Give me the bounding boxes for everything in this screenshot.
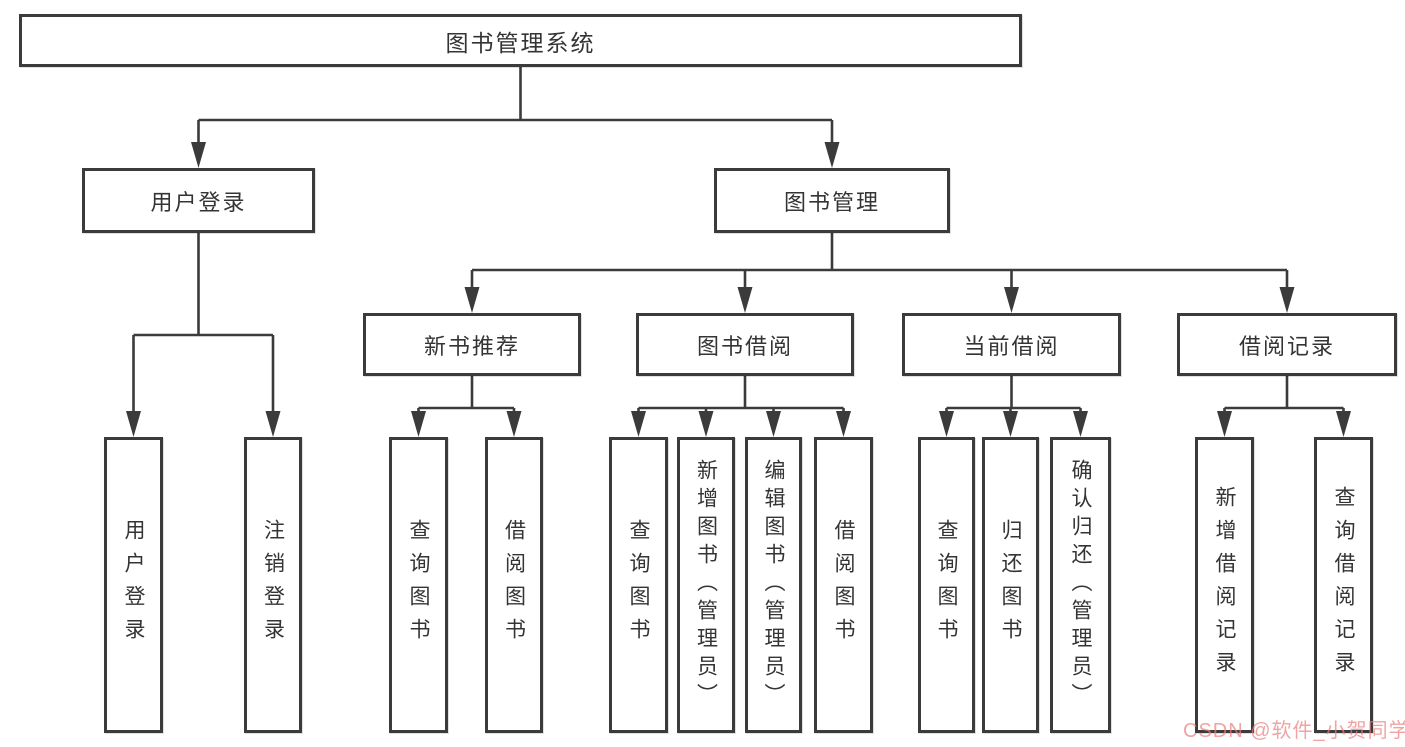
node-current-borrowing-label: 当前借阅 — [963, 333, 1060, 359]
node-book-borrowing-label: 图书借阅 — [696, 333, 793, 359]
leaf-return-books: 归还图书 — [982, 437, 1039, 733]
leaf-query-books-3: 查询图书 — [918, 437, 975, 733]
leaf-return-books-label: 归还图书 — [999, 519, 1022, 651]
leaf-add-book-admin-label: 新增图书（管理员） — [694, 459, 718, 711]
node-user-login-label: 用户登录 — [150, 189, 247, 215]
leaf-query-borrow-record-label: 查询借阅记录 — [1332, 486, 1355, 684]
leaf-confirm-return-admin-label: 确认归还（管理员） — [1069, 459, 1092, 711]
leaf-confirm-return-admin: 确认归还（管理员） — [1050, 437, 1111, 733]
node-book-borrowing: 图书借阅 — [636, 313, 854, 376]
leaf-query-books-3-label: 查询图书 — [935, 519, 958, 651]
leaf-borrow-books-1-label: 借阅图书 — [502, 519, 526, 651]
leaf-query-books-2-label: 查询图书 — [627, 519, 650, 651]
node-root: 图书管理系统 — [19, 14, 1022, 67]
leaf-borrow-books-2: 借阅图书 — [814, 437, 873, 733]
leaf-add-book-admin: 新增图书（管理员） — [677, 437, 735, 733]
leaf-query-books-1-label: 查询图书 — [407, 519, 430, 651]
leaf-user-login: 用户登录 — [104, 437, 163, 733]
leaf-add-borrow-record-label: 新增借阅记录 — [1213, 486, 1236, 684]
leaf-query-borrow-record: 查询借阅记录 — [1314, 437, 1373, 733]
node-user-login: 用户登录 — [82, 168, 315, 233]
leaf-logout-label: 注销登录 — [261, 519, 285, 651]
leaf-logout: 注销登录 — [244, 437, 302, 733]
node-borrowing-records-label: 借阅记录 — [1238, 333, 1335, 359]
node-new-book-recommend-label: 新书推荐 — [423, 333, 520, 359]
node-root-label: 图书管理系统 — [445, 29, 596, 56]
leaf-borrow-books-2-label: 借阅图书 — [832, 519, 855, 651]
node-current-borrowing: 当前借阅 — [902, 313, 1121, 376]
watermark: CSDN @软件_小贺同学 — [1183, 720, 1405, 742]
node-borrowing-records: 借阅记录 — [1177, 313, 1397, 376]
node-book-management-label: 图书管理 — [783, 189, 880, 215]
leaf-add-borrow-record: 新增借阅记录 — [1195, 437, 1254, 733]
node-book-management: 图书管理 — [714, 168, 950, 233]
node-new-book-recommend: 新书推荐 — [363, 313, 581, 376]
leaf-query-books-1: 查询图书 — [389, 437, 448, 733]
leaf-borrow-books-1: 借阅图书 — [485, 437, 543, 733]
leaf-user-login-label: 用户登录 — [122, 519, 145, 651]
leaf-edit-book-admin: 编辑图书（管理员） — [745, 437, 802, 733]
leaf-query-books-2: 查询图书 — [609, 437, 668, 733]
arrowheads — [126, 142, 1351, 437]
leaf-edit-book-admin-label: 编辑图书（管理员） — [762, 459, 785, 711]
